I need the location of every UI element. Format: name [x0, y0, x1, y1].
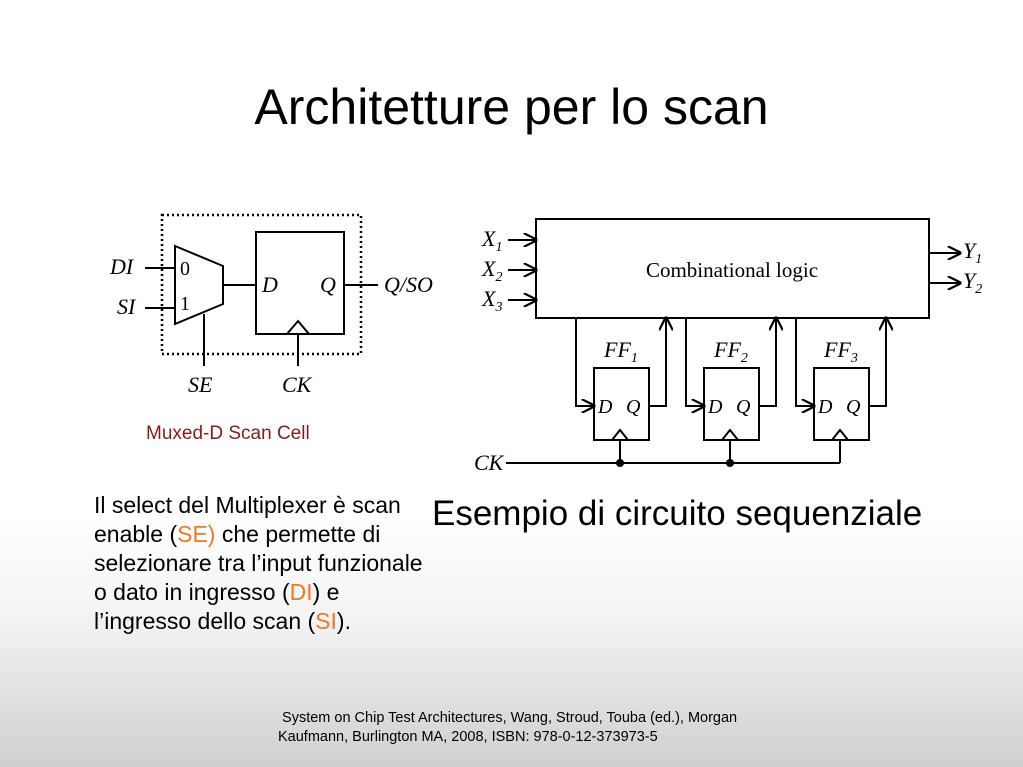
reference-citation: System on Chip Test Architectures, Wang,…	[278, 710, 738, 745]
ff2-label-q: Q	[736, 396, 751, 418]
flipflop-ff3: D Q FF3	[795, 318, 886, 441]
ff2-q-wire	[759, 318, 776, 407]
flipflop-ff1: D Q FF1	[575, 318, 666, 441]
ff1-clock-triangle	[611, 428, 629, 441]
scan-cell-boundary	[160, 213, 363, 356]
label-mux-1: 1	[180, 293, 190, 315]
label-x2: X2	[481, 256, 502, 285]
label-se: SE	[188, 372, 213, 397]
highlight-se: SE)	[177, 521, 216, 547]
clock-triangle	[286, 319, 310, 335]
label-q: Q	[320, 272, 336, 297]
slide-title: Architetture per lo scan	[254, 79, 769, 135]
label-y1: Y1	[963, 238, 982, 267]
ff1-label: FF1	[603, 337, 638, 366]
ff2-clock-triangle	[721, 428, 739, 441]
scan-cell-caption: Muxed-D Scan Cell	[146, 423, 310, 444]
highlight-si: SI	[315, 608, 337, 634]
label-si: SI	[117, 294, 137, 319]
label-x1: X1	[481, 226, 502, 255]
example-title: Esempio di circuito sequenziale	[432, 494, 923, 533]
label-q-so: Q/SO	[384, 272, 433, 297]
sequential-circuit: Combinational logic X1 X2 X3 Y1 Y2 D Q F…	[474, 218, 982, 475]
description-text: Il select del Multiplexer è scan enable …	[94, 492, 423, 634]
label-di: DI	[109, 254, 135, 279]
multiplexer-shape	[174, 244, 224, 326]
label-x3: X3	[481, 286, 502, 315]
ff3-label-d: D	[817, 396, 833, 418]
combinational-logic-label: Combinational logic	[646, 258, 818, 282]
ff2-d-wire	[685, 318, 704, 406]
label-clock: CK	[474, 450, 505, 475]
ff1-q-wire	[649, 318, 666, 407]
ff1-d-wire	[575, 318, 594, 406]
highlight-di: DI	[289, 579, 313, 605]
muxed-d-scan-cell: DI SI 0 1 D Q Q/SO SE CK	[109, 213, 433, 397]
ff3-clock-triangle	[831, 428, 849, 441]
ff3-label: FF3	[823, 337, 858, 366]
ff3-q-wire	[869, 318, 886, 407]
ff3-label-q: Q	[846, 396, 861, 418]
ff2-label-d: D	[707, 396, 723, 418]
label-mux-0: 0	[180, 258, 190, 280]
ff3-d-wire	[795, 318, 814, 406]
label-d: D	[261, 272, 278, 297]
label-y2: Y2	[963, 268, 982, 297]
d-flipflop-box	[255, 231, 345, 335]
label-ck: CK	[282, 372, 313, 397]
flipflop-ff2: D Q FF2	[685, 318, 776, 441]
ff1-label-q: Q	[626, 396, 641, 418]
ff2-label: FF2	[713, 337, 748, 366]
clock-junction-1	[616, 459, 624, 467]
clock-junction-2	[726, 459, 734, 467]
ff1-label-d: D	[597, 396, 613, 418]
